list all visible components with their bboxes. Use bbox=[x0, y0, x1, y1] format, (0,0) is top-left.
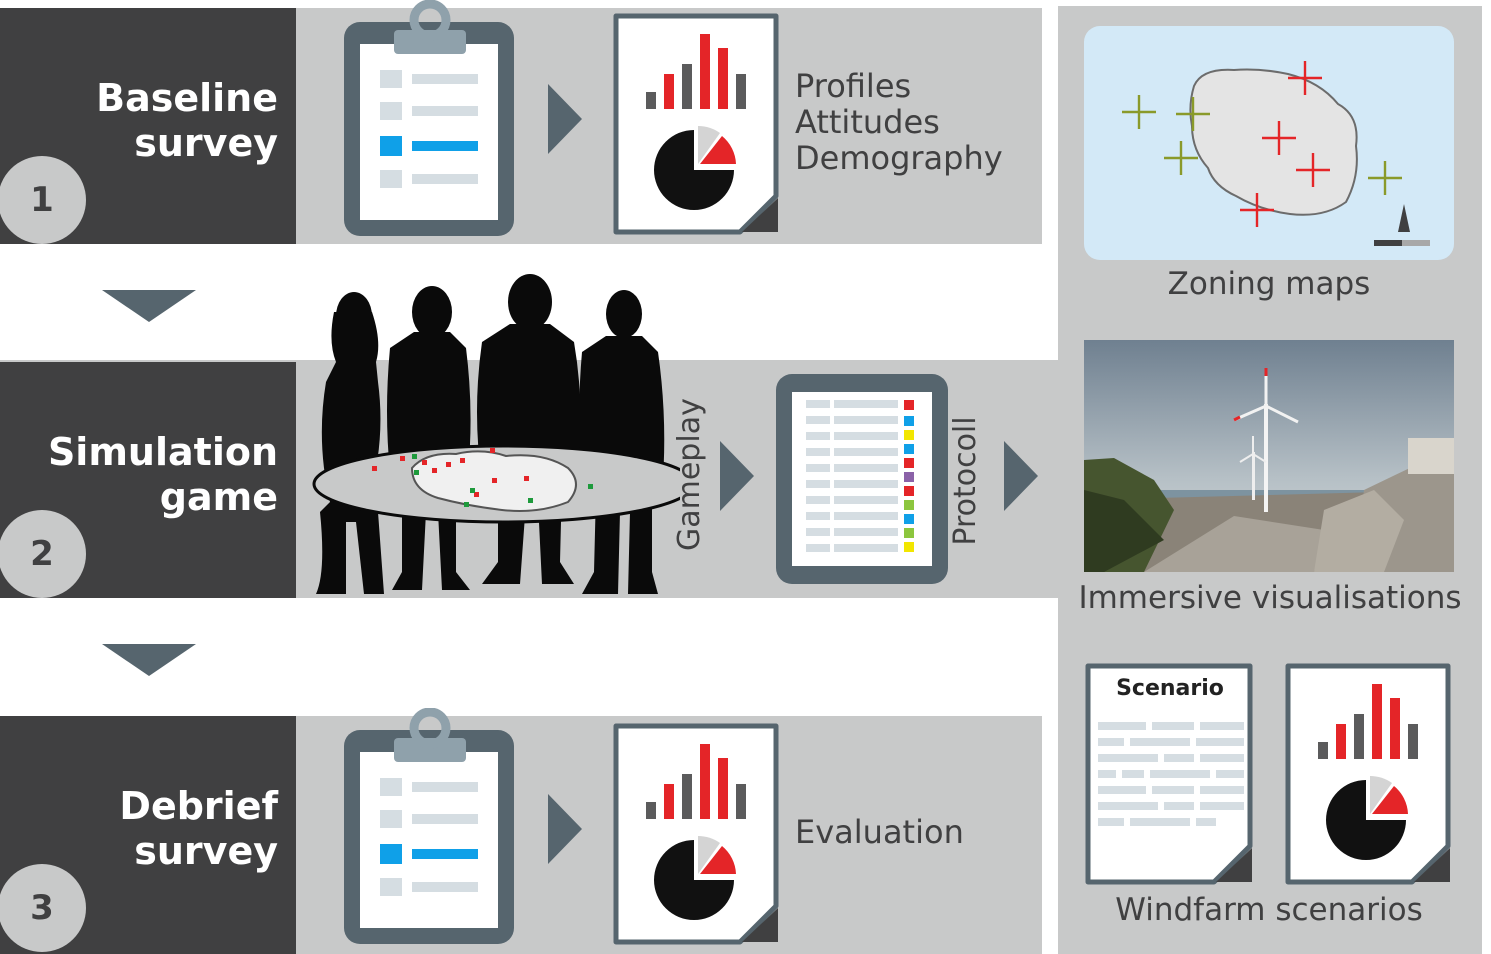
people-silhouette-icon bbox=[312, 274, 680, 594]
immersive-visualisations-label: Immersive visualisations bbox=[1078, 580, 1462, 616]
arrow-down-icon bbox=[102, 290, 196, 322]
output-profiles: Profiles bbox=[795, 67, 912, 105]
output-evaluation: Evaluation bbox=[795, 813, 964, 851]
arrow-right-icon bbox=[548, 794, 582, 864]
windfarm-scenarios-label: Windfarm scenarios bbox=[1115, 892, 1423, 928]
arrow-down-icon bbox=[102, 644, 196, 676]
stage-2-number: 2 bbox=[0, 510, 86, 598]
scenario-document-icon bbox=[1085, 663, 1253, 885]
zoning-maps-label: Zoning maps bbox=[1167, 266, 1371, 302]
arrow-right-icon bbox=[1004, 441, 1038, 511]
report-chart-icon bbox=[1285, 663, 1451, 885]
arrow-right-icon bbox=[548, 84, 582, 154]
output-attitudes: Attitudes bbox=[795, 103, 940, 141]
baseline-output-list: Profiles Attitudes Demography bbox=[795, 68, 1003, 176]
report-chart-icon bbox=[613, 723, 779, 945]
protocol-tablet-icon bbox=[776, 374, 948, 584]
stage-3-number: 3 bbox=[0, 864, 86, 952]
stage-1-number: 1 bbox=[0, 156, 86, 244]
stage-3-title: Debrief survey bbox=[119, 784, 278, 873]
stage-1-title: Baseline survey bbox=[96, 76, 278, 165]
stage-2-title: Simulation game bbox=[47, 430, 278, 519]
scenario-doc-title: Scenario bbox=[1116, 676, 1224, 701]
clipboard-icon bbox=[344, 708, 514, 944]
report-chart-icon bbox=[613, 13, 779, 235]
clipboard-icon bbox=[344, 0, 514, 236]
arrow-right-icon bbox=[720, 441, 754, 511]
gameplay-label: Gameplay bbox=[672, 398, 707, 551]
output-demography: Demography bbox=[795, 139, 1003, 177]
protocol-label: Protocoll bbox=[948, 416, 983, 546]
windfarm-visualisation-image bbox=[1084, 340, 1454, 572]
map-icon bbox=[1084, 26, 1454, 260]
